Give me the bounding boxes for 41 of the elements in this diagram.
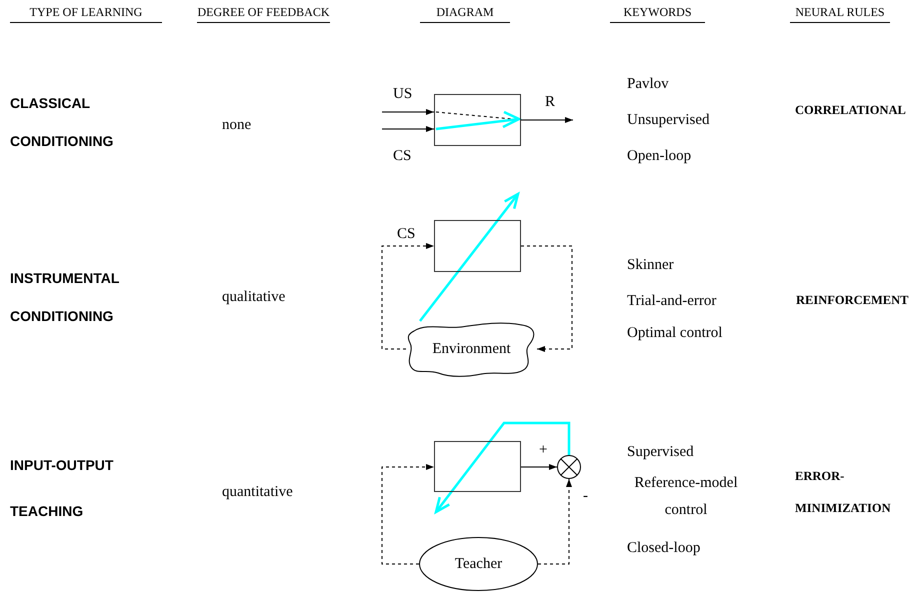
arrow bbox=[419, 192, 520, 322]
arrow bbox=[520, 464, 558, 470]
arrow bbox=[382, 126, 434, 132]
learning-type-label: CLASSICAL CONDITIONING bbox=[10, 94, 114, 151]
table-text: qualitative bbox=[222, 288, 286, 306]
arrow bbox=[538, 478, 572, 564]
process-box bbox=[434, 220, 521, 272]
node-label: Teacher bbox=[454, 556, 502, 572]
table-text: Supervised bbox=[627, 443, 694, 461]
table-text: Open-loop bbox=[627, 147, 692, 165]
column-header: DIAGRAM bbox=[420, 5, 510, 23]
table-text: Skinner bbox=[627, 256, 674, 274]
learning-type-label: INPUT-OUTPUT TEACHING bbox=[10, 456, 114, 521]
column-header: NEURAL RULES bbox=[790, 5, 890, 23]
environment-cloud bbox=[406, 321, 537, 378]
table-text: Unsupervised bbox=[627, 111, 710, 129]
column-header: KEYWORDS bbox=[610, 5, 705, 23]
column-header: TYPE OF LEARNING bbox=[10, 5, 162, 23]
neural-rule-label: REINFORCEMENT bbox=[796, 293, 909, 308]
arrow bbox=[520, 117, 574, 123]
arrow bbox=[434, 422, 570, 514]
neural-rule-label: CORRELATIONAL bbox=[795, 103, 906, 118]
table-text: Optimal control bbox=[627, 324, 722, 342]
teacher-ellipse bbox=[419, 537, 538, 591]
node-label: Environment bbox=[432, 341, 511, 358]
arrow bbox=[382, 243, 434, 350]
arrow bbox=[382, 109, 434, 115]
process-box bbox=[434, 94, 521, 146]
table-text: Closed-loop bbox=[627, 539, 700, 557]
summing-junction bbox=[557, 455, 581, 479]
table-text: Reference-model control bbox=[633, 474, 739, 520]
table-text: Trial-and-error bbox=[627, 292, 716, 310]
learning-type-label: INSTRUMENTAL CONDITIONING bbox=[10, 269, 120, 326]
arrow bbox=[382, 464, 434, 564]
table-text: none bbox=[222, 116, 252, 134]
table-text: quantitative bbox=[222, 483, 293, 501]
column-header: DEGREE OF FEEDBACK bbox=[197, 5, 330, 23]
process-box bbox=[434, 441, 521, 492]
neural-rule-label: ERROR-MINIMIZATION bbox=[795, 468, 892, 517]
arrow bbox=[520, 246, 572, 352]
table-text: Pavlov bbox=[627, 75, 669, 93]
